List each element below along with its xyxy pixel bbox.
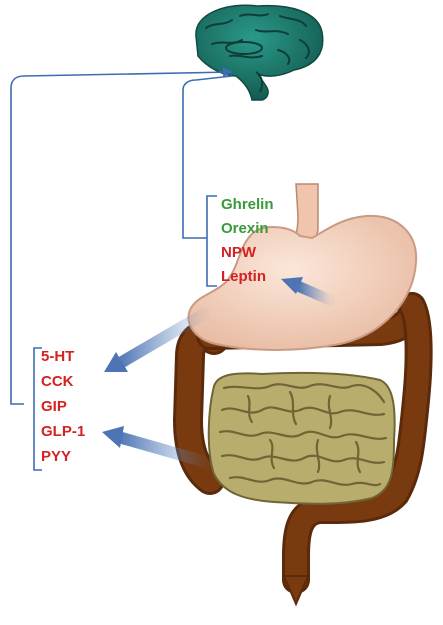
intestine-to-brain-line [10, 67, 233, 405]
hormone-label-glp1: GLP-1 [41, 423, 85, 440]
hormone-label-cck: CCK [41, 373, 74, 390]
hormone-label-npw: NPW [221, 244, 257, 261]
hormone-label-5ht: 5-HT [41, 348, 74, 365]
leptin-signal-arrow [281, 277, 336, 306]
brain-icon [195, 4, 324, 101]
intestine-hormone-list: 5-HT CCK GIP GLP-1 PYY [41, 348, 85, 465]
stomach-to-brain-line [182, 75, 233, 239]
hormone-label-ghrelin: Ghrelin [221, 196, 274, 213]
small-intestine-icon [207, 371, 396, 505]
stomach-hormone-list: Ghrelin Orexin NPW Leptin [221, 196, 274, 285]
intestine-hormones-bracket [33, 347, 42, 471]
stomach-hormones-bracket [206, 195, 217, 287]
stomach-to-5ht-arrow [104, 308, 210, 372]
hormone-label-gip: GIP [41, 398, 67, 415]
hormone-label-orexin: Orexin [221, 220, 269, 237]
hormone-label-pyy: PYY [41, 448, 71, 465]
intestine-to-glp1-arrow [102, 426, 212, 468]
large-intestine-icon [172, 292, 433, 607]
hormone-label-leptin: Leptin [221, 268, 266, 285]
